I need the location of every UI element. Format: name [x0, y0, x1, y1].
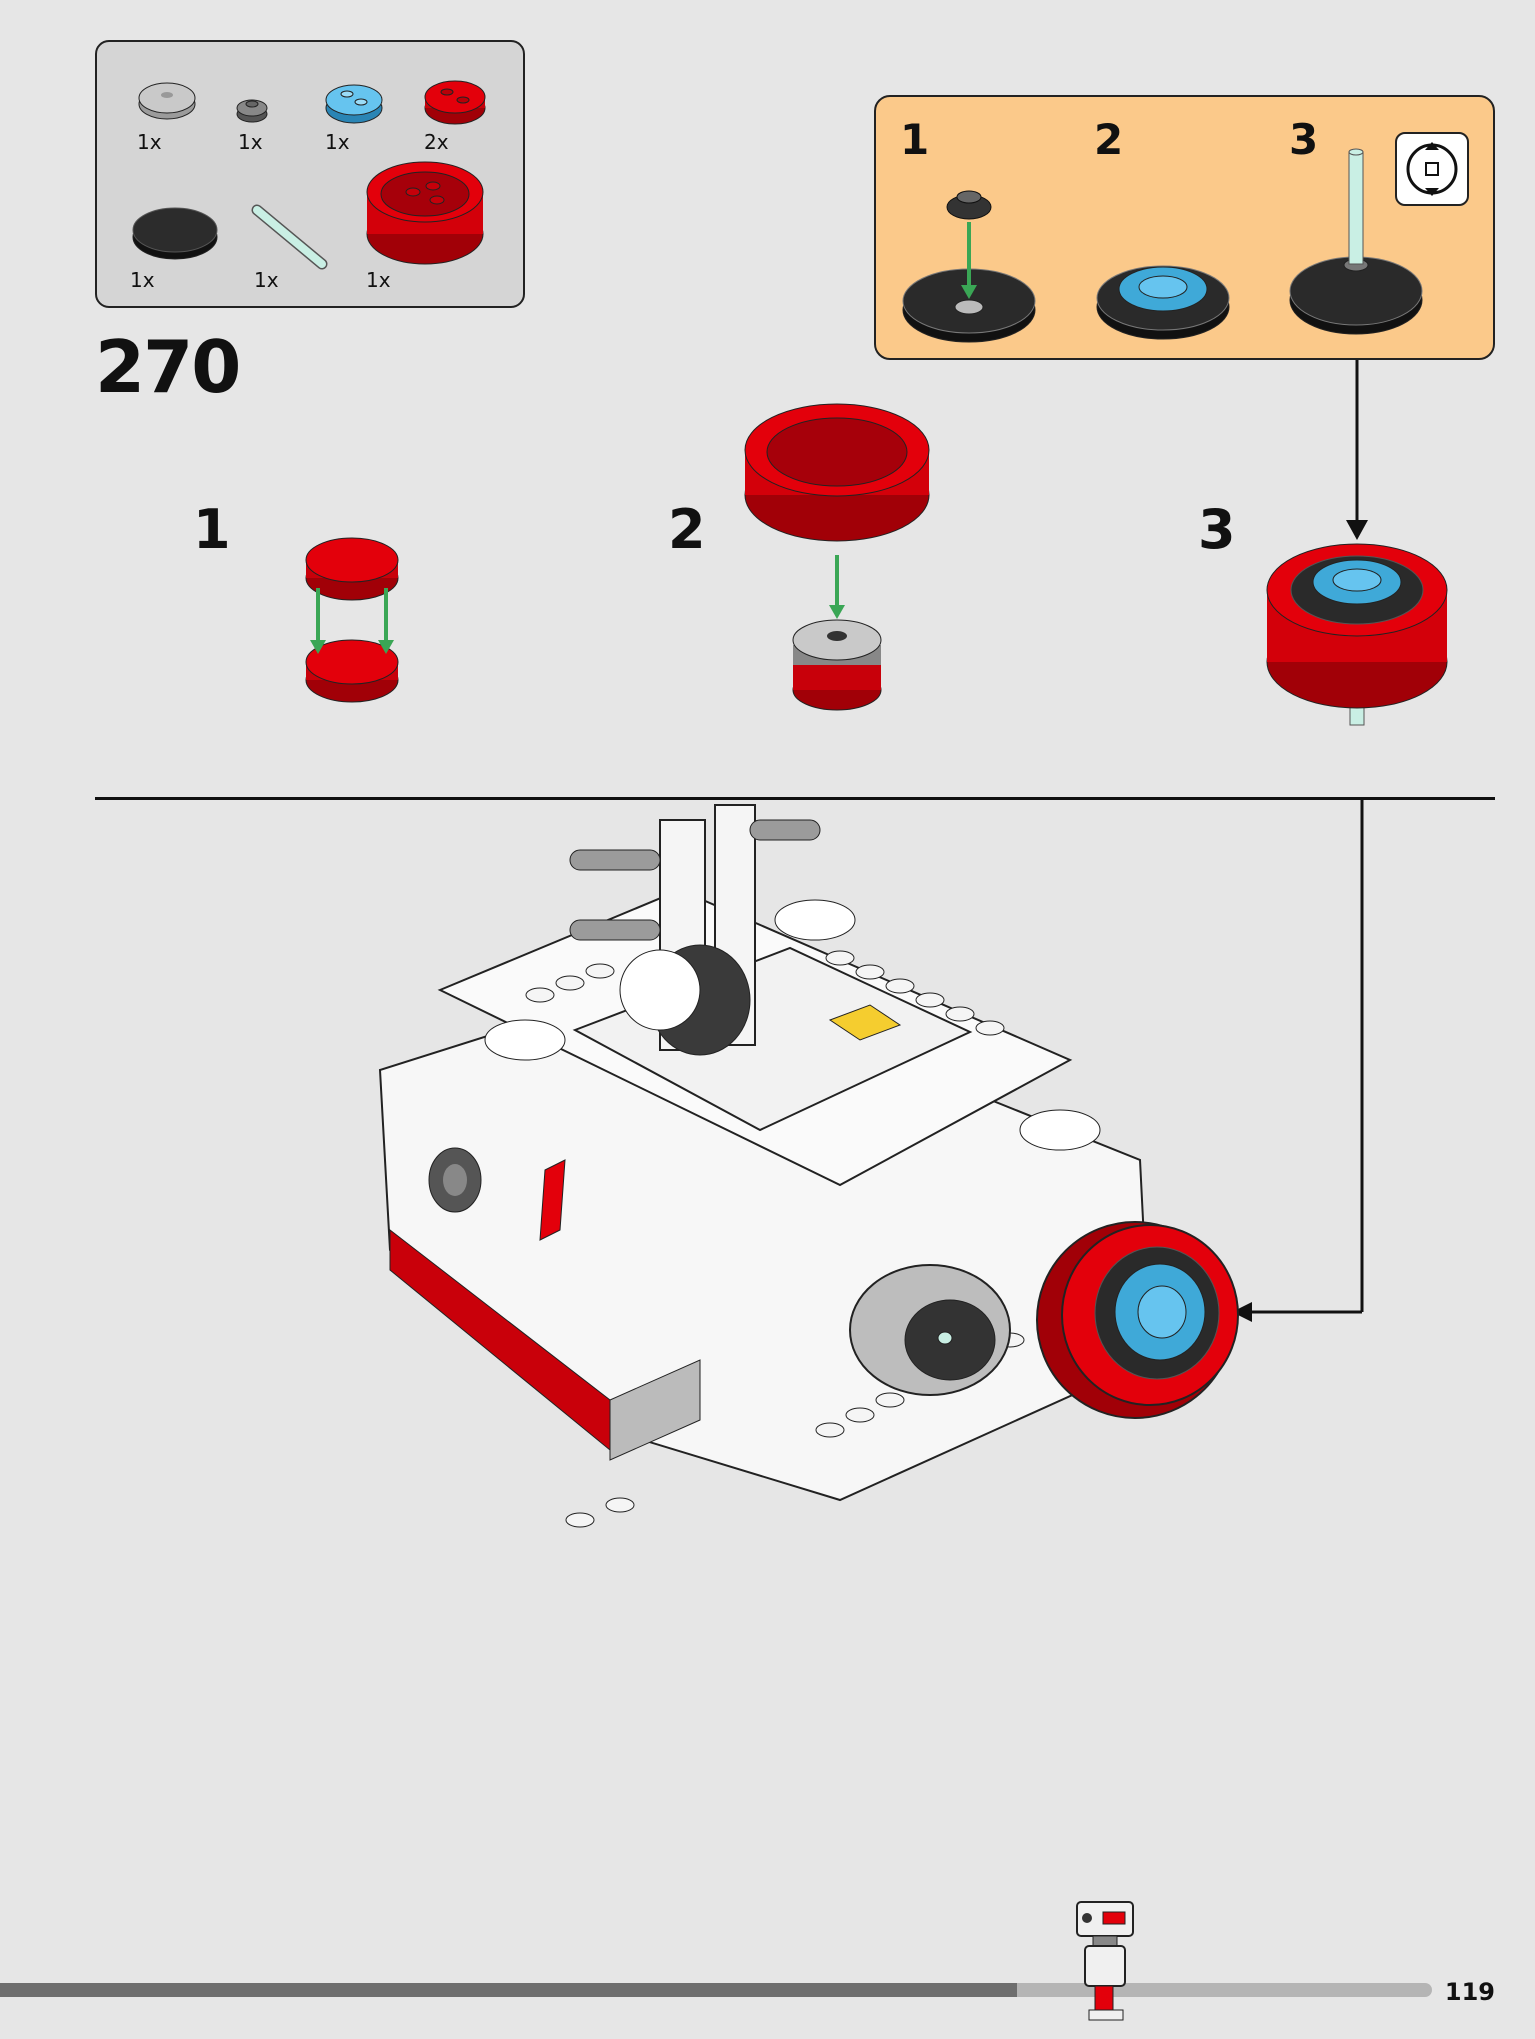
part-qty: 2x: [424, 130, 449, 154]
page-number: 119: [1444, 1978, 1495, 2006]
rotate-model-icon: [1395, 132, 1469, 206]
progress-bar-fill: [0, 1983, 1017, 1997]
callout-step-1-illustration: [902, 190, 1036, 343]
parts-illustrations: [132, 80, 486, 270]
substep-1-illustration: [305, 537, 399, 703]
part-qty: 1x: [238, 130, 263, 154]
trans-green-bar-icon: [251, 204, 328, 270]
substep-number: 3: [1198, 498, 1236, 561]
part-qty: 1x: [130, 268, 155, 292]
red-round-plate-icon: [424, 80, 486, 125]
substep-number: 2: [668, 498, 706, 561]
callout-illustrations: [902, 148, 1423, 343]
progress-bar-track: [0, 1983, 1432, 1997]
substep-number: 1: [193, 498, 231, 561]
subassembly-callout: 1 2 3: [874, 95, 1495, 360]
dark-gray-plate-icon: [236, 99, 268, 123]
callout-step-number: 3: [1289, 115, 1319, 164]
part-qty: 1x: [366, 268, 391, 292]
substep-2-illustration: [744, 403, 930, 711]
part-qty: 1x: [325, 130, 350, 154]
step-number: 270: [95, 325, 241, 409]
light-gray-round-tile-icon: [138, 82, 196, 120]
callout-step-number: 2: [1094, 115, 1124, 164]
parts-list-box: 1x 1x 1x 2x 1x 1x 1x: [95, 40, 525, 308]
red-round-brick-icon: [366, 161, 484, 265]
callout-step-2-illustration: [1096, 265, 1230, 340]
callout-step-3-illustration: [1289, 148, 1423, 335]
main-model-illustration: [378, 804, 1239, 1528]
black-radar-dish-icon: [132, 207, 218, 260]
part-qty: 1x: [137, 130, 162, 154]
droid-mascot-icon: [1076, 1901, 1134, 2021]
substep-3-illustration: [1266, 360, 1448, 726]
callout-step-number: 1: [900, 115, 930, 164]
section-divider: [95, 797, 1495, 800]
trans-blue-plate-icon: [325, 84, 383, 124]
callout-connector: [1232, 800, 1364, 1322]
part-qty: 1x: [254, 268, 279, 292]
